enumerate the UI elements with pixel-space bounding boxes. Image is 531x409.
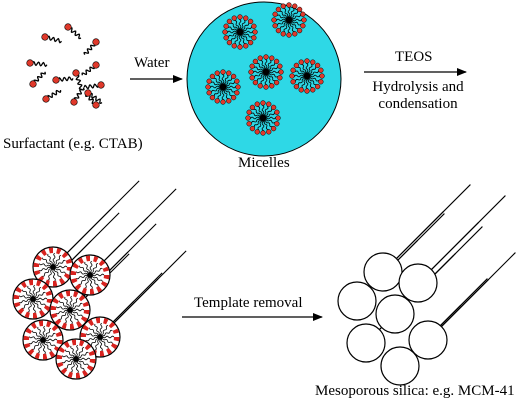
teos-label: TEOS: [395, 49, 433, 65]
surfactant-molecule: [84, 89, 103, 105]
micelle: [289, 58, 325, 94]
micelle: [271, 2, 307, 38]
rod-cross-section: [49, 289, 91, 331]
surfactant-molecule: [52, 76, 74, 84]
pore-opening: [337, 281, 377, 321]
surfactant-molecule: [81, 61, 100, 76]
micelle: [205, 69, 241, 105]
micelle: [222, 14, 258, 50]
template-removal-label: Template removal: [194, 295, 303, 311]
template-rod-bundle: [12, 180, 187, 380]
surfactant-molecule: [41, 33, 62, 44]
rod-cross-section: [55, 338, 97, 380]
pore-opening: [375, 294, 415, 334]
rod-cross-section: [32, 246, 74, 288]
micelle-group: [205, 2, 325, 136]
surfactant-molecule: [26, 59, 48, 68]
surfactant-molecules: [26, 23, 105, 109]
micelle: [248, 54, 284, 90]
surfactant-label: Surfactant (e.g. CTAB): [3, 136, 143, 152]
pore-opening: [346, 323, 386, 363]
water-label: Water: [134, 55, 170, 71]
micelles-label: Micelles: [238, 155, 290, 171]
pore-opening: [398, 263, 438, 303]
surfactant-molecule: [29, 71, 46, 88]
surfactant-molecule: [83, 81, 105, 90]
surfactant-molecule: [72, 69, 83, 90]
mesoporous-label: Mesoporous silica: e.g. MCM-41: [315, 383, 515, 399]
surfactant-molecule: [70, 87, 85, 106]
rod-cross-section: [12, 278, 54, 320]
pore-opening: [363, 252, 403, 292]
pore-opening: [380, 346, 420, 386]
surfactant-molecule: [83, 38, 100, 55]
hydrolysis-label-line2: condensation: [378, 96, 458, 112]
surfactant-molecule: [42, 89, 62, 103]
surfactant-molecule: [64, 23, 82, 40]
hydrolysis-label-line1: Hydrolysis and: [372, 79, 464, 95]
mesoporous-pore-bundle: [337, 184, 516, 386]
pore-opening: [408, 320, 448, 360]
rod-cross-section: [69, 254, 111, 296]
micelle: [245, 100, 281, 136]
